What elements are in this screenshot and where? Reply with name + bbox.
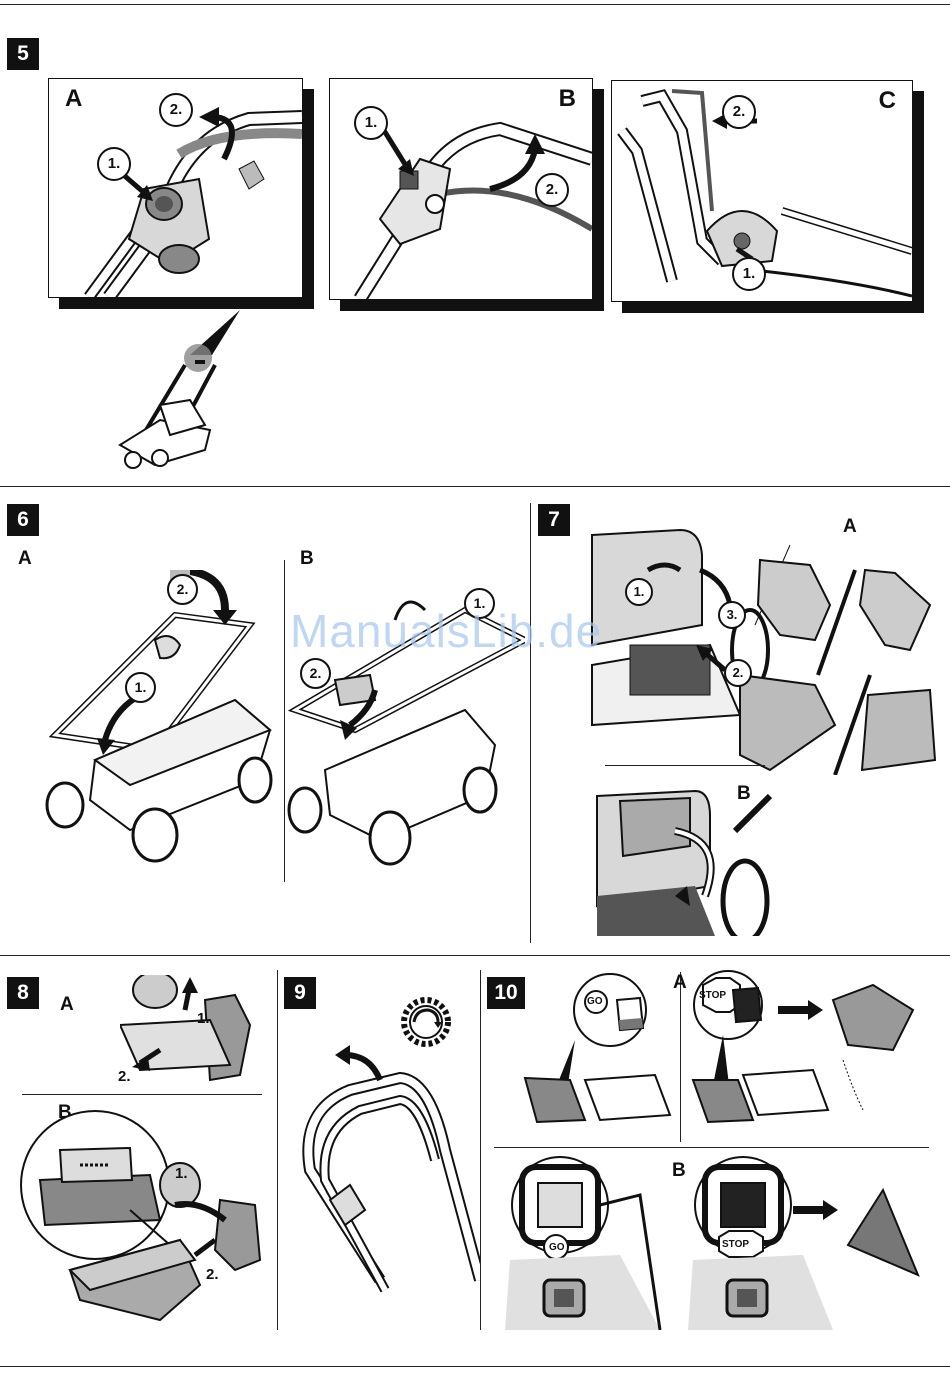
panel-divider: [605, 765, 765, 766]
section-number-6: 6: [7, 504, 39, 536]
step-label-2: 2.: [118, 1068, 131, 1085]
fill-indicator-go-drawing: [495, 970, 675, 1140]
panel-divider: [494, 1147, 929, 1148]
step-marker-1: 1.: [625, 578, 653, 606]
step-marker-3: 3.: [718, 601, 746, 629]
step-marker-1: 1.: [354, 106, 388, 140]
section-number-9: 9: [284, 977, 316, 1009]
section-number-8: 8: [7, 977, 39, 1009]
panel-label-a: A: [60, 994, 74, 1016]
mower-overview-drawing: [100, 300, 360, 480]
column-divider: [480, 970, 481, 1330]
panel-label-b: B: [300, 548, 314, 570]
step-marker-1: 1.: [97, 147, 131, 181]
panel-label-a: A: [18, 548, 32, 570]
figure-5-panel-c: C 2. 1.: [611, 80, 913, 302]
section-number-7: 7: [538, 504, 570, 536]
stop-window-drawing: [683, 1155, 933, 1330]
step-label-1: 1.: [175, 1165, 188, 1182]
section-divider: [0, 486, 950, 487]
grass-box-flap-drawing: [590, 525, 940, 775]
section-number-5: 5: [7, 38, 39, 70]
go-indicator-label: GO: [549, 1242, 565, 1253]
figure-5-panel-a: A 1. 2.: [48, 78, 303, 298]
column-divider: [530, 503, 531, 943]
mulch-plate-insert-drawing: [20, 1110, 280, 1340]
mower-fold-handle-a-drawing: [35, 570, 285, 870]
panel-divider: [680, 972, 681, 1142]
panel-divider: [22, 1094, 262, 1095]
mulch-plate-remove-drawing: [120, 975, 270, 1090]
stop-indicator-label: STOP: [699, 990, 726, 1001]
handle-height-adjust-drawing: [290, 1040, 480, 1340]
step-marker-2: 2.: [159, 93, 193, 127]
panel-label: A: [65, 85, 82, 113]
watermark: ManualsLib.de: [290, 604, 602, 658]
step-marker-2: 2.: [300, 658, 331, 689]
step-label-2: 2.: [206, 1266, 219, 1283]
step-marker-1: 1.: [732, 257, 766, 291]
step-marker-2: 2.: [167, 574, 198, 605]
step-marker-1: 1.: [125, 672, 156, 703]
step-marker-2: 2.: [724, 659, 752, 687]
bottom-rule: [0, 1366, 950, 1367]
figure-5-panel-b: B 1. 2.: [329, 78, 593, 300]
panel-label: C: [879, 87, 896, 115]
step-label-1: 1.: [197, 1010, 210, 1027]
panel-label: B: [559, 85, 576, 113]
step-marker-2: 2.: [722, 95, 756, 129]
go-indicator-label: GO: [587, 996, 603, 1007]
go-window-drawing: [500, 1155, 680, 1330]
stop-indicator-label: STOP: [722, 1239, 749, 1250]
section-divider: [0, 955, 950, 956]
grass-box-close-drawing: [595, 786, 775, 936]
step-marker-2: 2.: [535, 173, 569, 207]
top-rule: [0, 4, 950, 5]
